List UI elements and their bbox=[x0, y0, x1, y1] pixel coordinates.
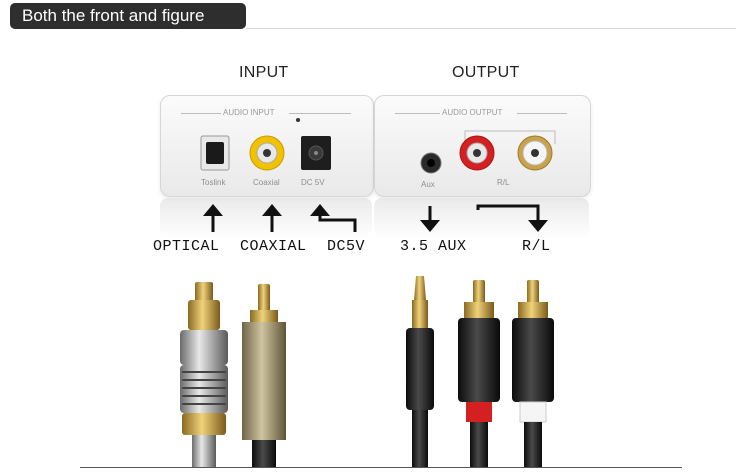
panel-title-line-right bbox=[517, 113, 567, 114]
power-led bbox=[296, 118, 300, 122]
aux-callout: 3.5 AUX bbox=[400, 238, 467, 255]
toslink-label: Toslink bbox=[201, 178, 226, 187]
red-rca-cable bbox=[458, 280, 500, 467]
panel-title-line-left bbox=[395, 113, 440, 114]
coaxial-cable bbox=[242, 284, 286, 467]
dc5v-arrow-head bbox=[310, 204, 330, 216]
optical-arrow-head bbox=[203, 204, 223, 216]
aux-port-hole bbox=[427, 159, 435, 167]
input-heading: INPUT bbox=[239, 64, 289, 81]
panel-title-line-right bbox=[289, 113, 351, 114]
aux-arrow-head bbox=[420, 220, 440, 232]
rl-arrow bbox=[476, 204, 540, 222]
aux-cable bbox=[406, 276, 434, 467]
white-rca-cable bbox=[512, 280, 554, 467]
input-ports-art bbox=[200, 135, 331, 171]
panel-title-line-left bbox=[181, 113, 221, 114]
dc5v-callout: DC5V bbox=[327, 238, 366, 255]
top-divider bbox=[246, 28, 736, 29]
input-panel-reflection bbox=[160, 198, 372, 238]
rl-label: R/L bbox=[497, 178, 510, 187]
rca-red-pin bbox=[473, 149, 481, 157]
dc-port-pin bbox=[314, 151, 318, 155]
rca-white-pin bbox=[531, 149, 539, 157]
coaxial-label: Coaxial bbox=[253, 178, 280, 187]
output-ports-art bbox=[420, 130, 556, 174]
aux-label: Aux bbox=[421, 180, 435, 189]
output-heading: OUTPUT bbox=[452, 64, 520, 81]
coaxial-port-pin bbox=[263, 149, 271, 157]
output-panel: AUDIO OUTPUT Aux R/L bbox=[374, 95, 591, 197]
output-panel-title: AUDIO OUTPUT bbox=[442, 108, 503, 117]
banner-title: Both the front and figure bbox=[10, 3, 246, 29]
coaxial-arrow-head bbox=[262, 204, 282, 216]
input-panel: AUDIO INPUT Toslink Coaxial DC 5V bbox=[160, 95, 374, 197]
optical-cable bbox=[180, 282, 228, 467]
coaxial-callout: COAXIAL bbox=[240, 238, 307, 255]
input-panel-title: AUDIO INPUT bbox=[223, 108, 275, 117]
dc5v-label: DC 5V bbox=[301, 178, 325, 187]
rl-arrow-head bbox=[528, 220, 548, 232]
bottom-divider bbox=[80, 467, 682, 468]
rl-bracket bbox=[464, 130, 556, 144]
toslink-port-opening bbox=[206, 142, 224, 164]
rl-callout: R/L bbox=[522, 238, 551, 255]
optical-callout: OPTICAL bbox=[153, 238, 220, 255]
